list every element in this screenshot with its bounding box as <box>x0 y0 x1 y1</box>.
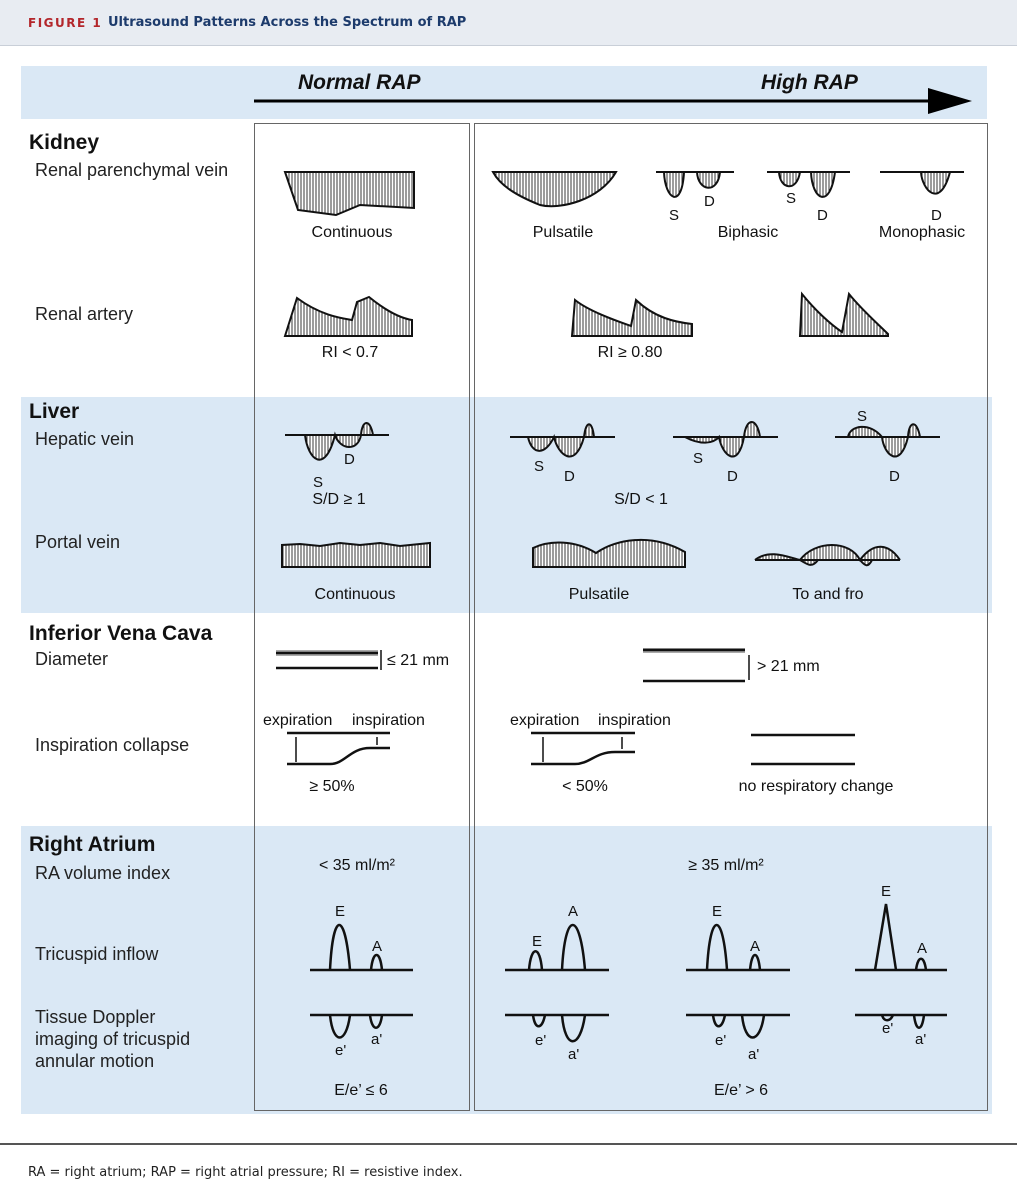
tricuspid-e-1: E <box>532 933 543 950</box>
tricuspid-e-normal: E <box>335 903 346 920</box>
liver-d-normal: D <box>344 451 355 468</box>
row-portal-vein: Portal vein <box>35 532 121 552</box>
caption-sd-low: S/D < 1 <box>614 491 668 508</box>
tricuspid-a-2: A <box>750 938 761 955</box>
caption-collapse-high: ≥ 50% <box>309 778 355 795</box>
row-tricuspid-inflow: Tricuspid inflow <box>35 944 159 964</box>
tdi-e-2: e' <box>715 1032 727 1049</box>
row-tissue-doppler-1: Tissue Doppler <box>35 1007 156 1027</box>
figure-header: FIGURE 1 Ultrasound Patterns Across the … <box>0 0 1017 46</box>
liver-d-2: D <box>727 468 738 485</box>
footnote-text: RA = right atrium; RAP = right atrial pr… <box>28 1165 463 1180</box>
liver-s-normal: S <box>313 474 324 491</box>
arrow-band <box>21 66 987 119</box>
tricuspid-e-3: E <box>881 883 892 900</box>
kidney-d-2: D <box>817 207 828 224</box>
section-ivc: Inferior Vena Cava <box>29 622 213 645</box>
tricuspid-e-2: E <box>712 903 723 920</box>
liver-s-2: S <box>693 450 704 467</box>
caption-expiration-normal: expiration <box>263 712 333 729</box>
caption-diam-low: ≤ 21 mm <box>387 652 450 669</box>
section-right-atrium: Right Atrium <box>29 833 156 856</box>
section-liver: Liver <box>29 400 80 423</box>
liver-d-1: D <box>564 468 575 485</box>
caption-collapse-low: < 50% <box>562 778 608 795</box>
tdi-a-normal: a' <box>371 1031 383 1048</box>
caption-ri-low: RI < 0.7 <box>321 344 379 361</box>
figure-label: FIGURE 1 <box>28 16 103 30</box>
row-diameter: Diameter <box>35 649 109 669</box>
caption-no-change: no respiratory change <box>738 778 894 795</box>
row-tissue-doppler-2: imaging of tricuspid <box>35 1029 191 1049</box>
tdi-a-2: a' <box>748 1046 760 1063</box>
kidney-s-2: S <box>786 190 797 207</box>
high-rap-label: High RAP <box>761 71 858 94</box>
liver-s-3: S <box>857 408 868 425</box>
normal-rap-label: Normal RAP <box>298 71 421 94</box>
row-renal-artery: Renal artery <box>35 304 134 324</box>
kidney-d-3: D <box>931 207 942 224</box>
caption-rvi-low: < 35 ml/m² <box>318 857 396 874</box>
kidney-s-1: S <box>669 207 680 224</box>
tricuspid-a-3: A <box>917 940 928 957</box>
tdi-a-3: a' <box>915 1031 927 1048</box>
caption-continuous-kidney: Continuous <box>311 224 393 241</box>
row-ra-volume-index: RA volume index <box>35 863 171 883</box>
high-rap-column <box>474 123 988 1111</box>
row-hepatic-vein: Hepatic vein <box>35 429 135 449</box>
tdi-e-1: e' <box>535 1032 547 1049</box>
caption-monophasic: Monophasic <box>878 224 966 241</box>
liver-band <box>21 397 992 613</box>
row-inspiration-collapse: Inspiration collapse <box>35 735 190 755</box>
section-kidney: Kidney <box>29 131 100 154</box>
tdi-e-normal: e' <box>335 1042 347 1059</box>
caption-pulsatile-portal: Pulsatile <box>568 586 630 603</box>
caption-biphasic: Biphasic <box>717 224 779 241</box>
liver-d-3: D <box>889 468 900 485</box>
kidney-d-1: D <box>704 193 715 210</box>
caption-ri-high: RI ≥ 0.80 <box>597 344 663 361</box>
caption-expiration-high: expiration <box>510 712 580 729</box>
liver-s-1: S <box>534 458 545 475</box>
caption-ee-high: E/e’ > 6 <box>713 1082 769 1099</box>
tricuspid-a-1: A <box>568 903 579 920</box>
tdi-e-3: e' <box>882 1020 894 1037</box>
caption-continuous-portal: Continuous <box>314 586 396 603</box>
caption-diam-high: > 21 mm <box>757 658 820 675</box>
caption-inspiration-normal: inspiration <box>352 712 425 729</box>
caption-pulsatile-kidney: Pulsatile <box>532 224 594 241</box>
caption-sd-high: S/D ≥ 1 <box>312 491 366 508</box>
row-renal-parenchymal-vein: Renal parenchymal vein <box>35 160 229 180</box>
normal-rap-column <box>254 123 470 1111</box>
figure-title: Ultrasound Patterns Across the Spectrum … <box>108 15 467 30</box>
tdi-a-1: a' <box>568 1046 580 1063</box>
caption-to-and-fro: To and fro <box>792 586 864 603</box>
caption-inspiration-high: inspiration <box>598 712 671 729</box>
figure-footnote: RA = right atrium; RAP = right atrial pr… <box>0 1143 1017 1180</box>
row-tissue-doppler-3: annular motion <box>35 1051 155 1071</box>
tricuspid-a-normal: A <box>372 938 383 955</box>
caption-rvi-high: ≥ 35 ml/m² <box>688 857 764 874</box>
caption-ee-low: E/e’ ≤ 6 <box>334 1082 388 1099</box>
